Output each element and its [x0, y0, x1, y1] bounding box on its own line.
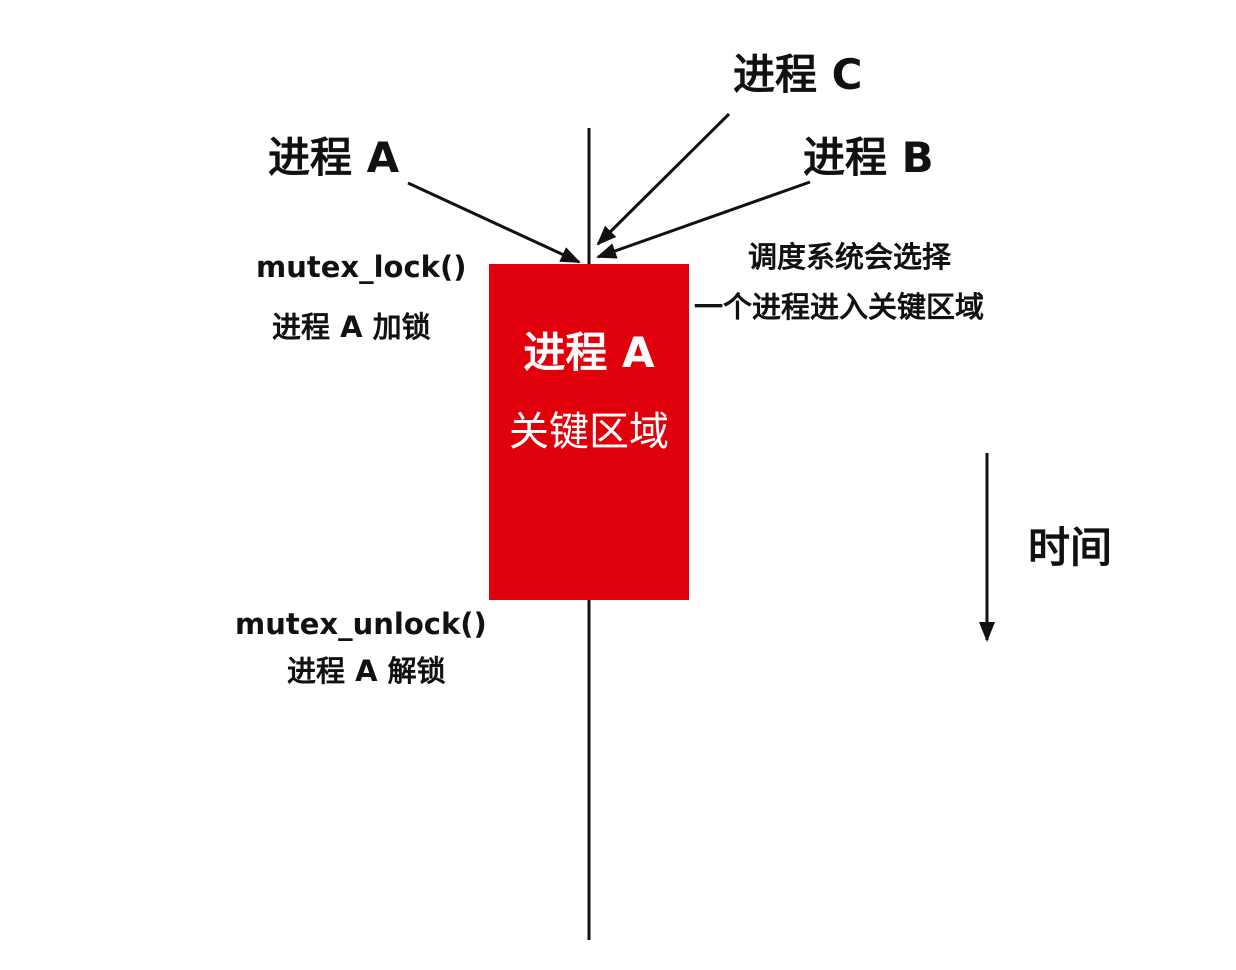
label-scheduler-line2: 一个进程进入关键区域 — [694, 290, 985, 324]
label-process-b: 进程 B — [803, 133, 934, 182]
label-scheduler-line1: 调度系统会选择 — [748, 240, 952, 274]
label-unlock-call: mutex_unlock() — [235, 607, 487, 641]
arrow-process-c — [596, 112, 731, 246]
arrow-process-b — [596, 180, 811, 259]
label-lock-call: mutex_lock() — [256, 250, 467, 284]
label-unlock-desc: 进程 A 解锁 — [287, 654, 446, 688]
label-process-c: 进程 C — [733, 50, 863, 99]
label-process-a: 进程 A — [268, 133, 400, 182]
critical-box-title: 进程 A — [523, 328, 655, 377]
label-time: 时间 — [1028, 523, 1113, 572]
critical-section-box: 进程 A 关键区域 — [489, 264, 689, 600]
label-lock-desc: 进程 A 加锁 — [272, 310, 431, 344]
critical-box-subtitle: 关键区域 — [509, 409, 669, 455]
arrow-process-a — [407, 181, 581, 264]
